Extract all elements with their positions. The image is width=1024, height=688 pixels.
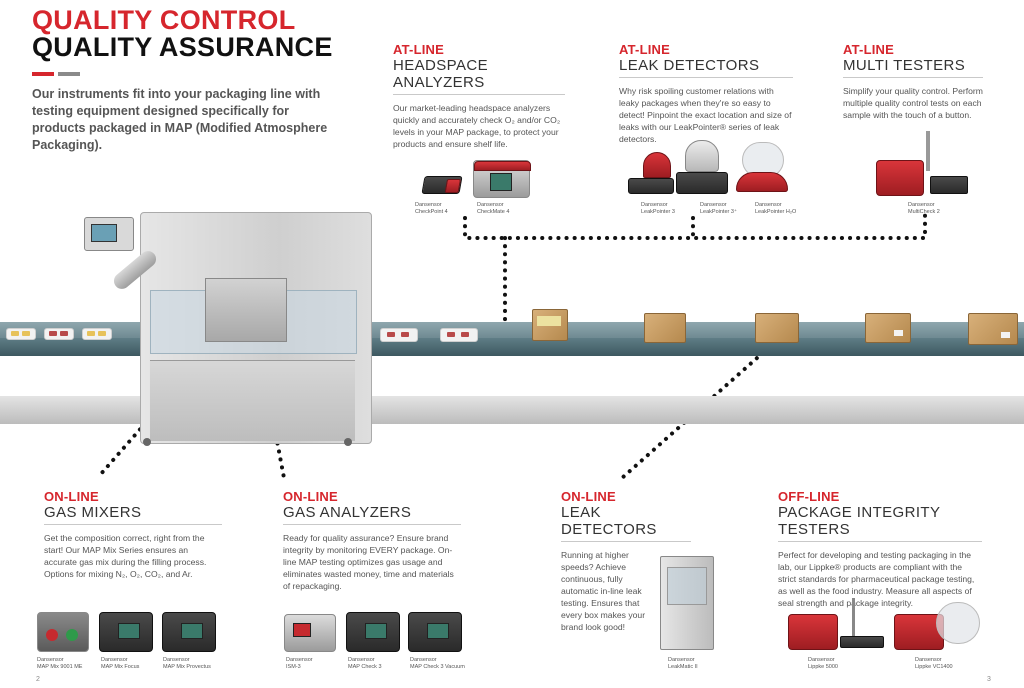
section-body: Perfect for developing and testing packa… — [778, 550, 975, 608]
shipping-box — [865, 313, 911, 343]
section-gas-mixers: ON-LINE GAS MIXERS Get the composition c… — [44, 489, 222, 580]
open-box — [532, 309, 568, 341]
section-package-integrity: OFF-LINE PACKAGE INTEGRITY TESTERS Perfe… — [778, 489, 982, 609]
multicheck-stand-image — [926, 131, 930, 171]
green-knob — [66, 629, 78, 641]
section-gas-analyzers: ON-LINE GAS ANALYZERS Ready for quality … — [283, 489, 461, 592]
section-body: Simplify your quality control. Perform m… — [843, 86, 983, 120]
machine-wheel — [344, 438, 352, 446]
section-kind: ON-LINE — [561, 489, 616, 504]
product-tray — [6, 328, 36, 340]
section-body: Get the composition correct, right from … — [44, 533, 207, 579]
section-headspace-analyzers: AT-LINE HEADSPACE ANALYZERS Our market-l… — [393, 42, 565, 150]
leakpointer3plus-base-image — [676, 172, 728, 194]
product-tray — [440, 328, 478, 342]
accent-bar-grey — [58, 72, 80, 76]
section-title: PACKAGE INTEGRITY TESTERS — [778, 504, 982, 542]
map-mix-focus-image — [99, 612, 153, 652]
device-top — [474, 161, 531, 171]
shipping-box — [644, 313, 686, 343]
intro-text: Our instruments fit into your packaging … — [32, 87, 328, 152]
section-kind: AT-LINE — [619, 42, 670, 57]
machine-sealing-head — [205, 278, 287, 342]
leakmatic-image — [660, 556, 714, 650]
shipping-box — [968, 313, 1018, 345]
section-title: HEADSPACE ANALYZERS — [393, 57, 565, 95]
section-body: Why risk spoiling customer relations wit… — [619, 86, 792, 144]
machine-base — [150, 360, 355, 441]
leakmatic-window — [667, 567, 707, 605]
leakpointer3-base-image — [628, 178, 674, 194]
product-tray — [82, 328, 112, 340]
section-leak-detectors-atline: AT-LINE LEAK DETECTORS Why risk spoiling… — [619, 42, 793, 145]
title-quality-assurance: QUALITY ASSURANCE — [32, 32, 333, 62]
map-mix-9001-image — [37, 612, 89, 652]
leakpointer3plus-lid-image — [685, 140, 719, 172]
product-tray — [44, 328, 74, 340]
section-title: GAS MIXERS — [44, 504, 222, 525]
section-kind: AT-LINE — [843, 42, 894, 57]
section-multi-testers: AT-LINE MULTI TESTERS Simplify your qual… — [843, 42, 983, 121]
page-number-left: 2 — [36, 676, 40, 683]
checkmate-device-image — [473, 160, 531, 198]
ism-3-image — [284, 614, 336, 652]
lippke-5000-plate — [840, 636, 884, 648]
page-number-right: 3 — [987, 676, 991, 683]
red-knob — [46, 629, 58, 641]
map-mix-provectus-image — [162, 612, 216, 652]
shipping-box — [755, 313, 799, 343]
machine-wheel — [143, 438, 151, 446]
machine-control-panel — [84, 217, 134, 251]
section-kind: AT-LINE — [393, 42, 444, 57]
section-leak-detectors-online: ON-LINE LEAK DETECTORS Running at higher… — [561, 489, 691, 633]
accent-bar-red — [32, 72, 54, 76]
title-quality-control: QUALITY CONTROL — [32, 5, 296, 35]
lippke-5000-stand — [852, 598, 855, 638]
section-body: Running at higher speeds? Achieve contin… — [561, 550, 646, 632]
multicheck-plate-image — [930, 176, 968, 194]
section-kind: ON-LINE — [44, 489, 99, 504]
lippke-vc1400-image — [894, 614, 944, 650]
section-kind: OFF-LINE — [778, 489, 840, 504]
panel-screen — [91, 224, 117, 242]
section-title: LEAK DETECTORS — [619, 57, 793, 78]
multicheck-device-image — [876, 160, 924, 196]
section-kind: ON-LINE — [283, 489, 338, 504]
section-title: LEAK DETECTORS — [561, 504, 691, 542]
product-tray — [380, 328, 418, 342]
lippke-vc1400-chamber — [936, 602, 980, 644]
map-check-3-vacuum-image — [408, 612, 462, 652]
map-check-3-image — [346, 612, 400, 652]
lippke-5000-image — [788, 614, 838, 650]
section-title: MULTI TESTERS — [843, 57, 983, 78]
section-title: GAS ANALYZERS — [283, 504, 461, 525]
device-screen — [490, 173, 512, 191]
section-body: Our market-leading headspace analyzers q… — [393, 103, 561, 149]
leakpointer3-lid-image — [643, 152, 671, 178]
section-body: Ready for quality assurance? Ensure bran… — [283, 533, 454, 591]
